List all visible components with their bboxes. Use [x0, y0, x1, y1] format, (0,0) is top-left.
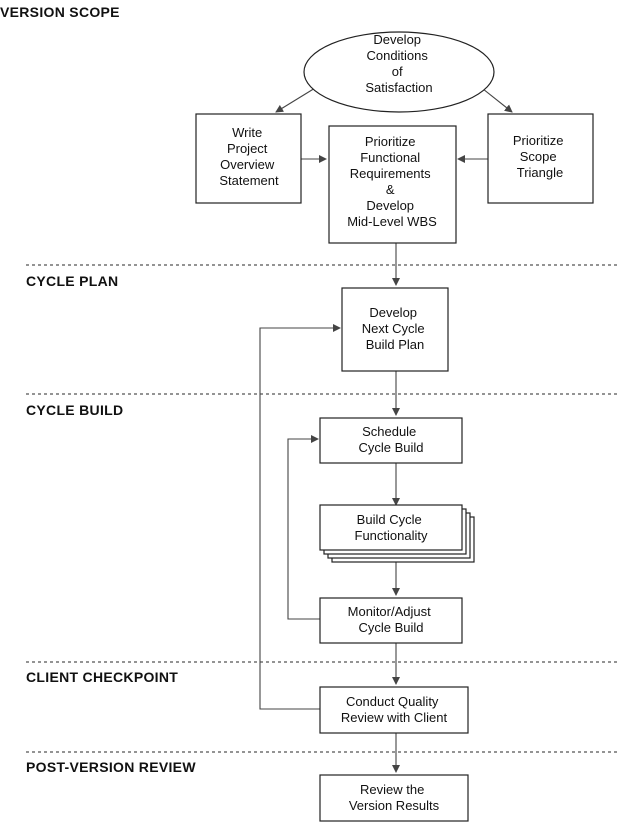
phase-label-post-version-review: POST-VERSION REVIEW — [26, 759, 196, 775]
edge-review-loop-to-next-cycle — [259, 324, 341, 710]
node-label: Develop Next Cycle Build Plan — [362, 305, 428, 352]
node-build-functionality: Build Cycle Functionality — [319, 504, 475, 563]
node-label: Review the Version Results — [349, 782, 440, 813]
node-write-overview: Write Project Overview Statement — [195, 113, 302, 204]
node-label: Schedule Cycle Build — [358, 424, 423, 455]
node-develop-conditions: Develop Conditions of Satisfaction — [303, 31, 495, 113]
node-label: Conduct Quality Review with Client — [341, 694, 448, 725]
node-monitor-adjust: Monitor/Adjust Cycle Build — [319, 597, 463, 644]
node-prioritize-functional: Prioritize Functional Requirements & Dev… — [328, 125, 457, 244]
node-label: Monitor/Adjust Cycle Build — [348, 604, 435, 635]
node-label: Prioritize Scope Triangle — [513, 133, 567, 180]
node-version-results: Review the Version Results — [319, 774, 469, 822]
node-quality-review: Conduct Quality Review with Client — [319, 686, 469, 734]
node-label: Write Project Overview Statement — [219, 125, 279, 188]
phase-label-version-scope: VERSION SCOPE — [0, 4, 120, 20]
node-label: Develop Conditions of Satisfaction — [365, 32, 432, 95]
node-scope-triangle: Prioritize Scope Triangle — [487, 113, 594, 204]
node-label: Build Cycle Functionality — [355, 512, 428, 543]
edge-monitor-loop-to-schedule — [287, 435, 320, 620]
phase-label-cycle-plan: CYCLE PLAN — [26, 273, 118, 289]
node-label: Prioritize Functional Requirements & Dev… — [347, 134, 437, 229]
phase-label-client-checkpoint: CLIENT CHECKPOINT — [26, 669, 178, 685]
phase-label-cycle-build: CYCLE BUILD — [26, 402, 123, 418]
node-schedule-cycle-build: Schedule Cycle Build — [319, 417, 463, 464]
node-next-cycle-plan: Develop Next Cycle Build Plan — [341, 287, 449, 372]
